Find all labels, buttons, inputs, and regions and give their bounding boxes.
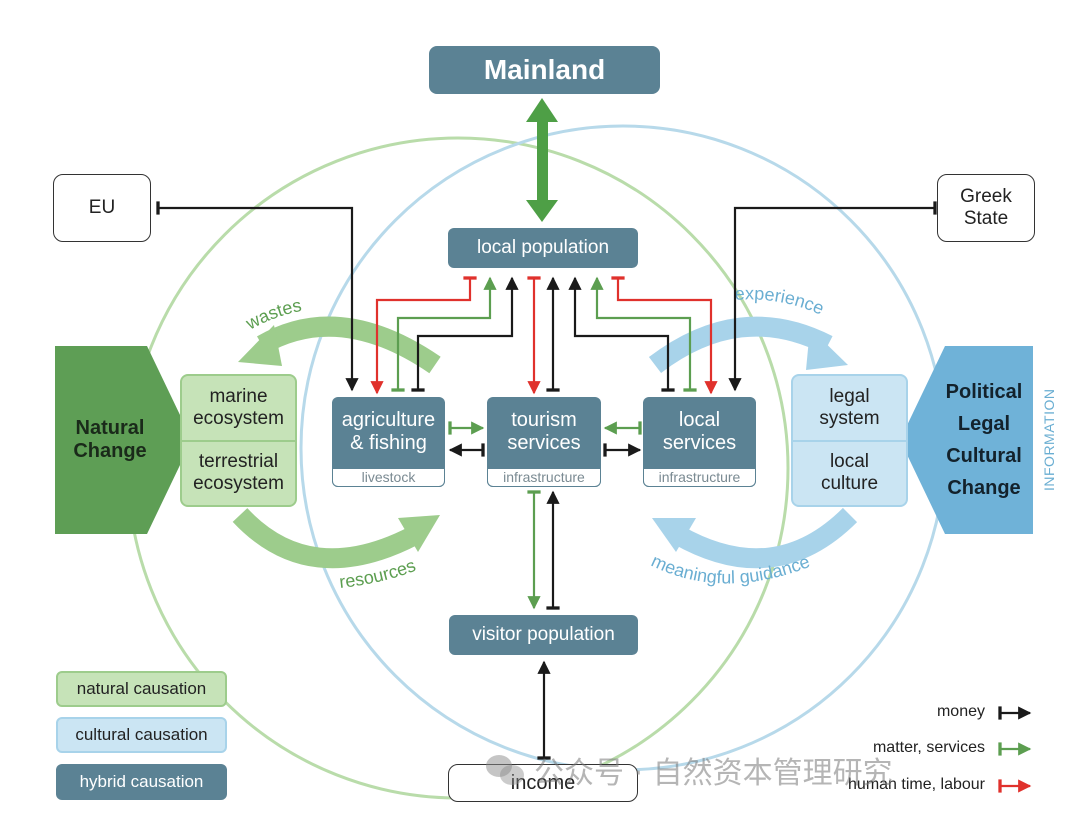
- political-change-label: Political Legal Cultural Change: [928, 372, 1040, 508]
- visitor-population-label: visitor population: [472, 624, 615, 646]
- natural-change-line1: Natural: [75, 417, 145, 439]
- local-population-label: local population: [476, 237, 610, 259]
- legend-cultural: cultural causation: [56, 717, 227, 753]
- eu-label: EU: [88, 197, 116, 219]
- income-label: income: [510, 771, 576, 794]
- local-population-node: local population: [448, 228, 638, 268]
- political-line2: Legal: [957, 413, 1011, 435]
- marine-line1: marine: [209, 385, 268, 407]
- greek-money-arrow: [728, 201, 937, 392]
- local-culture: local culture: [793, 442, 906, 506]
- terrestrial-line2: ecosystem: [193, 473, 284, 495]
- income-node: income: [448, 764, 638, 802]
- natural-change-shape: [55, 346, 192, 534]
- mainland-label: Mainland: [483, 53, 606, 85]
- mainland-node: Mainland: [429, 46, 660, 94]
- local-services-node: local services infrastructure: [643, 397, 756, 487]
- eu-node: EU: [53, 174, 151, 242]
- localserv-line1: local: [678, 409, 721, 431]
- greek-state-node: Greek State: [937, 174, 1035, 242]
- resources-arrow: [232, 508, 440, 569]
- tourism-node: tourism services infrastructure: [487, 397, 601, 487]
- wastes-arrow: [238, 316, 441, 374]
- natural-change-line2: Change: [73, 440, 147, 462]
- legal-system: legal system: [793, 376, 906, 442]
- greek-state-line1: Greek: [960, 186, 1012, 208]
- localserv-labour-arrow: [611, 276, 718, 395]
- terrestrial-line1: terrestrial: [198, 451, 279, 473]
- political-line4: Change: [947, 477, 1021, 499]
- culture-group: legal system local culture: [791, 374, 908, 507]
- eu-money-arrow: [156, 201, 359, 392]
- watermark-text: 公众号 · 自然资本管理研究: [534, 756, 893, 791]
- legal-line1: legal: [829, 385, 870, 407]
- agriculture-node: agriculture & fishing livestock: [332, 397, 445, 487]
- agri-sub-label: livestock: [332, 469, 445, 487]
- legend-money-label: money: [936, 703, 985, 720]
- agri-line1: agriculture: [341, 409, 436, 431]
- legal-line2: system: [819, 407, 880, 429]
- agri-matter-arrow: [391, 276, 497, 392]
- greek-state-line2: State: [963, 208, 1009, 229]
- visitor-population-node: visitor population: [449, 615, 638, 655]
- tourism-line2: services: [507, 432, 581, 454]
- information-label: INFORMATION: [1041, 388, 1057, 492]
- tourism-line1: tourism: [511, 409, 577, 431]
- culture-line2: culture: [820, 473, 879, 495]
- agri-money-arrow: [411, 276, 519, 392]
- guidance-arrow: [652, 507, 858, 569]
- legend-hybrid: hybrid causation: [56, 764, 227, 800]
- political-line3: Cultural: [946, 445, 1022, 467]
- wechat-icon: [486, 753, 526, 787]
- localserv-matter-arrow: [590, 276, 697, 392]
- tourism-sub-label: infrastructure: [487, 469, 601, 487]
- localserv-line2: services: [662, 432, 737, 454]
- localserv-sub-label: infrastructure: [643, 469, 756, 487]
- natural-change-label: Natural Change: [55, 400, 165, 480]
- watermark: 公众号 · 自然资本管理研究: [486, 748, 893, 792]
- culture-line1: local: [829, 451, 870, 473]
- mainland-arrow: [526, 98, 558, 222]
- marine-ecosystem: marine ecosystem: [182, 376, 295, 442]
- experience-arrow: [648, 316, 848, 373]
- agri-line2: & fishing: [350, 432, 427, 454]
- ecosystem-group: marine ecosystem terrestrial ecosystem: [180, 374, 297, 507]
- terrestrial-ecosystem: terrestrial ecosystem: [182, 442, 295, 506]
- legend-natural: natural causation: [56, 671, 227, 707]
- political-line1: Political: [945, 381, 1023, 403]
- legend-matter-label: matter, services: [872, 739, 985, 756]
- localserv-money-arrow: [568, 276, 675, 392]
- political-change-shape: [900, 346, 1033, 534]
- marine-line2: ecosystem: [193, 407, 284, 429]
- legend-labour-label: human time, labour: [848, 776, 985, 793]
